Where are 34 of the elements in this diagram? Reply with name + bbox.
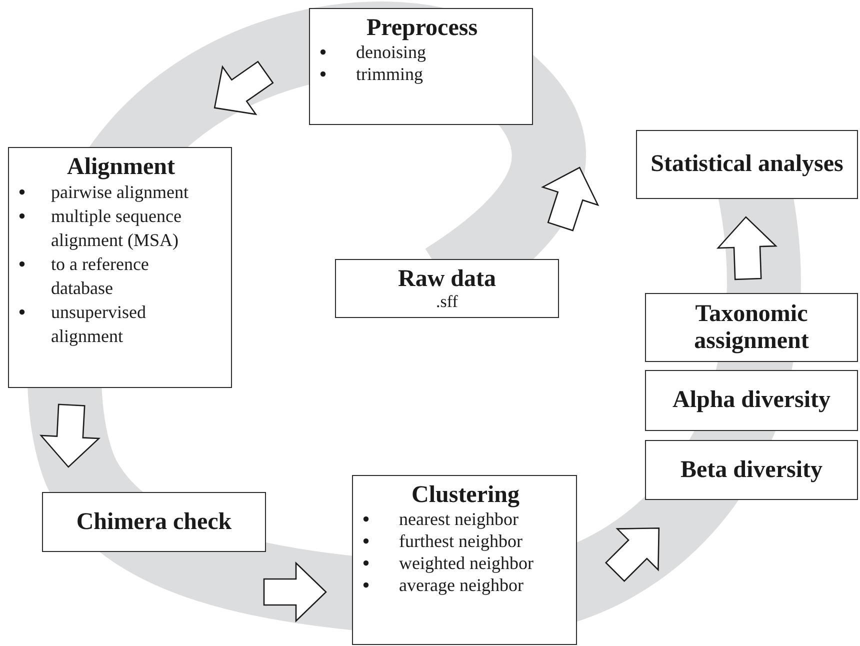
block-arrow — [541, 166, 600, 232]
box-heading: Statistical analyses — [650, 151, 844, 178]
process-box — [42, 492, 266, 552]
process-box — [335, 259, 559, 318]
list-item: pairwise alignment — [51, 181, 188, 204]
list-item: unsupervised alignment — [51, 301, 147, 348]
process-box — [645, 370, 858, 431]
block-arrow — [716, 216, 778, 280]
process-box — [636, 130, 858, 199]
list-item: multiple sequence alignment (MSA) — [51, 205, 182, 252]
block-arrow — [214, 60, 274, 116]
box-heading: Chimera check — [75, 508, 233, 536]
list-item: nearest neighbor — [399, 508, 518, 530]
list-item: furthest neighbor — [399, 530, 522, 552]
block-arrow — [40, 404, 100, 468]
box-subtext: .sff — [435, 292, 459, 312]
box-heading: Taxonomic assignment — [693, 301, 810, 354]
block-arrow — [263, 561, 327, 623]
box-heading: Beta diversity — [680, 456, 824, 484]
box-heading: Alignment — [66, 154, 176, 180]
block-arrow — [604, 527, 660, 582]
box-heading: Alpha diversity — [671, 387, 832, 414]
process-box — [645, 293, 858, 362]
process-box — [8, 147, 232, 388]
box-heading: Preprocess — [365, 15, 479, 42]
list-item: trimming — [356, 63, 423, 86]
list-item: denoising — [356, 41, 426, 64]
process-box — [645, 440, 858, 500]
box-heading: Clustering — [410, 482, 520, 508]
box-heading: Raw data — [396, 266, 497, 292]
process-box — [309, 8, 533, 125]
list-item: average neighbor — [399, 574, 524, 596]
process-box — [352, 475, 577, 645]
list-item: weighted neighbor — [399, 552, 534, 574]
